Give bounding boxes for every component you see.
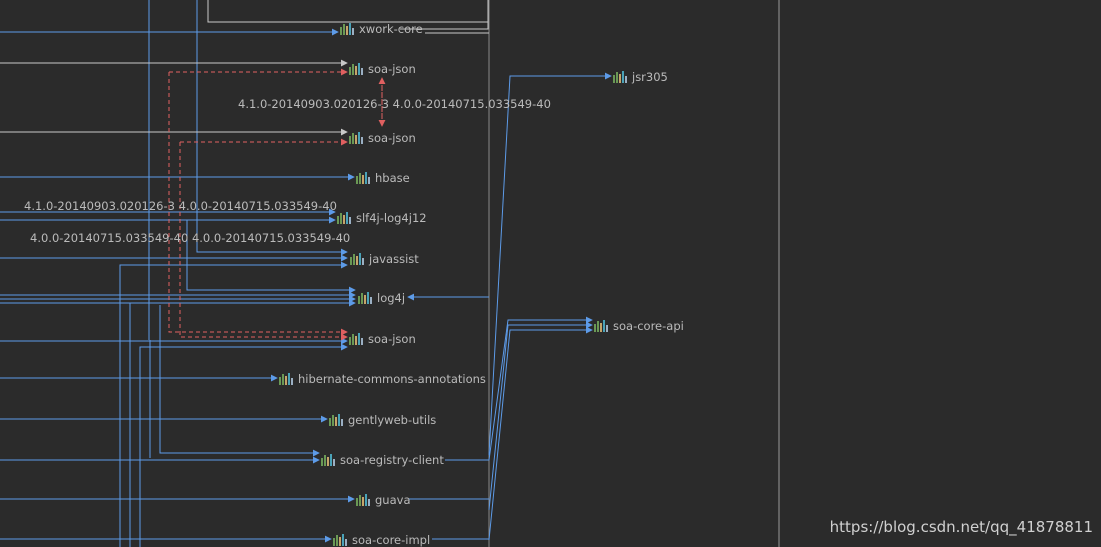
node-xwork-core[interactable]: xwork-core [340, 22, 423, 36]
version-conflict-edge [179, 142, 348, 341]
node-label: log4j [377, 291, 406, 305]
maven-module-icon [356, 172, 370, 184]
node-soa-core-impl[interactable]: soa-core-impl [333, 533, 430, 547]
dependency-edge [139, 343, 348, 547]
version-conflict-edge [168, 72, 348, 336]
maven-module-icon [329, 414, 343, 426]
node-label: soa-core-api [613, 319, 684, 333]
dependency-edge [488, 72, 612, 456]
node-label: slf4j-log4j12 [356, 211, 427, 225]
node-label: soa-registry-client [340, 453, 444, 467]
node-gentlyweb-utils[interactable]: gentlyweb-utils [329, 413, 436, 427]
maven-module-icon [350, 253, 364, 265]
node-label: xwork-core [359, 22, 423, 36]
dependency-edge [119, 261, 348, 547]
dependency-edge [488, 326, 593, 541]
version-conflict-label: 4.1.0-20140903.020126-3 4.0.0-20140715.0… [24, 199, 337, 213]
dependency-edge [159, 305, 320, 457]
node-label: soa-json [368, 131, 416, 145]
maven-module-icon [613, 71, 627, 83]
node-hibernate-commons-annotations[interactable]: hibernate-commons-annotations [279, 372, 486, 386]
maven-module-icon [337, 212, 351, 224]
node-soa-core-api[interactable]: soa-core-api [594, 319, 684, 333]
node-label: guava [375, 493, 411, 507]
node-label: javassist [369, 252, 419, 266]
maven-module-icon [356, 494, 370, 506]
maven-module-icon [340, 23, 354, 35]
maven-module-icon [594, 320, 608, 332]
dependency-edge [400, 0, 489, 30]
maven-module-icon [321, 454, 335, 466]
maven-module-icon [358, 292, 372, 304]
node-hbase[interactable]: hbase [356, 171, 410, 185]
node-label: hbase [375, 171, 410, 185]
node-label: jsr305 [632, 70, 668, 84]
node-soa-json[interactable]: soa-json [349, 131, 416, 145]
version-conflict-label: 4.0.0-20140715.033549-40 4.0.0-20140715.… [30, 231, 351, 245]
node-label: soa-json [368, 332, 416, 346]
maven-module-icon [333, 534, 347, 546]
dependency-edge [207, 0, 489, 23]
maven-module-icon [349, 333, 363, 345]
node-soa-json[interactable]: soa-json [349, 332, 416, 346]
version-conflict-label: 4.1.0-20140903.020126-3 4.0.0-20140715.0… [238, 97, 551, 111]
dependency-edge [488, 321, 593, 511]
maven-module-icon [349, 63, 363, 75]
watermark: https://blog.csdn.net/qq_41878811 [829, 518, 1093, 536]
node-jsr305[interactable]: jsr305 [613, 70, 668, 84]
node-soa-json[interactable]: soa-json [349, 62, 416, 76]
node-soa-registry-client[interactable]: soa-registry-client [321, 453, 444, 467]
maven-module-icon [279, 373, 293, 385]
node-label: gentlyweb-utils [348, 413, 437, 427]
node-slf4j-log4j12[interactable]: slf4j-log4j12 [337, 211, 427, 225]
node-label: hibernate-commons-annotations [298, 372, 486, 386]
node-javassist[interactable]: javassist [350, 252, 419, 266]
node-label: soa-core-impl [352, 533, 431, 547]
node-guava[interactable]: guava [356, 493, 411, 507]
maven-module-icon [349, 132, 363, 144]
dependency-edge [186, 220, 356, 294]
dependency-edge [445, 316, 593, 461]
node-log4j[interactable]: log4j [358, 291, 405, 305]
dependency-edge [196, 0, 348, 256]
node-label: soa-json [368, 62, 416, 76]
